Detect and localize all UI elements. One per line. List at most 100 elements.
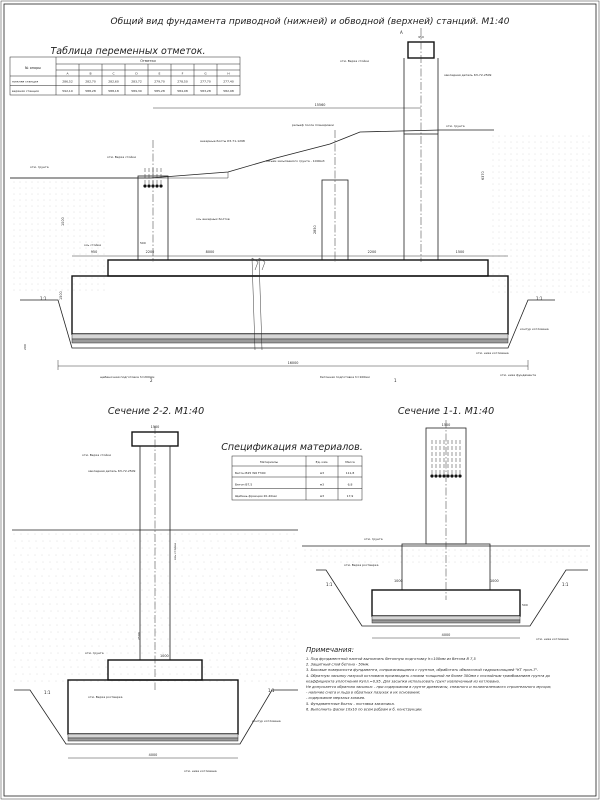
elevation-cell: 286,52	[62, 80, 73, 84]
note-line: 3. Боковые поверхности фундамента, сопри…	[306, 668, 538, 672]
section22-label-post-axis: ось стойки	[173, 543, 177, 560]
dim-h6370: 6370	[481, 171, 485, 180]
dim-left-offset: 950	[91, 250, 97, 254]
anchor-bolt-nut-icon	[143, 184, 147, 188]
anchor-bolt-nut-icon	[446, 474, 450, 478]
section11-dim-left: 1000	[394, 579, 403, 583]
label-top-of-post-right: отм. Верха стойки	[340, 59, 369, 63]
label-pit-bottom: отм. низа котлована	[476, 351, 509, 355]
rubble-bed	[71, 333, 509, 340]
section22-label-grillage: отм. Верха ростверка	[88, 695, 123, 699]
dim-1500: 1500	[456, 250, 465, 254]
note-line: Не допускается обратная засыпка: - при с…	[306, 685, 551, 689]
section11-label-pit-bottom: отм. низа котлована	[536, 637, 569, 641]
elevation-col-header: C	[112, 72, 114, 76]
dim-total-length: 16000	[288, 361, 299, 365]
anchor-bolt-nut-icon	[454, 474, 458, 478]
section22-label-top-of-post: отм. Верха стойки	[82, 453, 111, 457]
spec-table-frame	[231, 455, 363, 501]
section22-base-slab	[67, 679, 239, 735]
label-ground-mark: отм. грунта	[446, 124, 465, 128]
label-foundation-bottom: отм. низа фундамента	[500, 373, 536, 377]
dim-span: 15560	[315, 103, 326, 107]
elevation-table-title: Таблица переменных отметок.	[50, 46, 205, 57]
elevation-cell: 583,28	[200, 89, 211, 93]
label-letter-a: А	[400, 30, 403, 35]
elevation-col-header: B	[89, 72, 91, 76]
elevation-col-header: A	[66, 72, 69, 76]
note-line: - наличие снега и льда в обратных пазуха…	[306, 691, 420, 695]
section11-dim-bottom: 4000	[442, 633, 451, 637]
spec-table: Спецификация материалов. Материалы Ед. и…	[221, 442, 363, 501]
dim-2200: 2200	[146, 250, 155, 254]
elevation-table: Таблица переменных отметок. № опоры Отме…	[9, 46, 241, 96]
pit-contour-line	[20, 299, 555, 349]
anchor-bolt-nut-icon	[159, 184, 163, 188]
note-line: 6. Выполнить фаски 10x10 по всем ребрам …	[306, 707, 423, 711]
label-concrete-bed: бетонная подготовка h=100мм	[320, 375, 370, 379]
elevation-cell: 589,30	[131, 89, 142, 93]
dim-h1000: 1000	[61, 217, 65, 226]
spec-row-name: Бетон В7,5	[235, 483, 252, 487]
elevation-cell: 278,50	[177, 80, 188, 84]
section-1-1: Сечение 1-1. М1:40 4000 1500 1000 1000 5…	[302, 406, 590, 641]
label-slope-left: 1:1	[40, 296, 47, 301]
section22-dim-h: 2500	[137, 632, 141, 640]
section22-dim-top: 1500	[151, 425, 160, 429]
section22-label-pit-bottom: отм. низа котлована	[184, 769, 217, 773]
anchor-bolt-nut-icon	[458, 474, 462, 478]
label-section-1: 1	[394, 378, 397, 383]
section11-post	[425, 427, 467, 545]
elevation-cell: 582,98	[223, 89, 234, 93]
concrete-bed	[71, 338, 509, 344]
elevation-col-header: F	[182, 72, 184, 76]
elevation-col-header: E	[159, 72, 161, 76]
spec-row-unit: м3	[320, 471, 324, 475]
elevation-col-header: G	[204, 72, 207, 76]
spec-header: Материалы	[260, 460, 279, 464]
elevation-cell: 277,70	[200, 80, 211, 84]
main-view: 16000 15560 950 2200 8000 2200 1500 1000…	[10, 28, 555, 383]
spec-row-name: Щебень фракции 20-40мм	[235, 494, 277, 498]
section-2-2-title: Сечение 2-2. М1:40	[108, 406, 204, 417]
elevation-col-header: H	[227, 72, 229, 76]
note-line: 1. Под фундаментной плитой выполнить бет…	[306, 657, 477, 661]
section11-label-slope-right: 1:1	[562, 582, 569, 587]
section11-label-slope-left: 1:1	[326, 582, 333, 587]
elevation-cell: 283,72	[131, 80, 142, 84]
note-line: 4. Обратную засыпку пазухой котлована пр…	[306, 674, 551, 678]
anchor-bolt-nut-icon	[430, 474, 434, 478]
note-line: коэффициента уплотнения Купл.=0,95. Для …	[306, 679, 500, 683]
section22-label-slope-left: 1:1	[44, 690, 51, 695]
elevation-cell: 282,60	[108, 80, 119, 84]
dim-top-width: 950	[418, 35, 424, 39]
anchor-bolt-nut-icon	[147, 184, 151, 188]
dim-h200: 200	[23, 344, 27, 350]
section11-dim-right: 1000	[490, 579, 499, 583]
label-relief: рельеф после планировки	[292, 123, 334, 127]
section22-label-pit-contour: контур котлована	[252, 719, 281, 723]
elevation-group-label: Отметки	[140, 59, 156, 63]
section22-dim-bottom: 4000	[149, 753, 158, 757]
dim-500: 500	[140, 241, 146, 245]
section-2-2: Сечение 2-2. М1:40 4000 1500 1000 2500 о…	[12, 406, 298, 773]
label-anchor-bolts: анкерные болты КЗ-71-1298	[200, 139, 245, 143]
elevation-cell: 282,70	[85, 80, 96, 84]
elevation-row-name: нижняя станция	[12, 80, 38, 84]
section22-label-slope-right: 1:1	[268, 688, 275, 693]
spec-row-value: 111,8	[346, 471, 355, 475]
dim-h1500: 1500	[59, 291, 63, 300]
note-line: 2. Защитный слой бетона - 50мм.	[306, 663, 370, 667]
anchor-bolt-nut-icon	[442, 474, 446, 478]
elevation-row-name: верхняя станция	[12, 89, 39, 93]
elevation-cell: 588,18	[108, 89, 119, 93]
elevation-cell: 584,08	[177, 89, 188, 93]
section22-label-ground: отм. грунта	[85, 651, 104, 655]
label-top-of-post: отм. Верха стойки	[107, 155, 136, 159]
notes-block: Примечания: 1. Под фундаментной плитой в…	[306, 646, 551, 711]
elevation-cell: 592,10	[62, 89, 73, 93]
elevation-cell: 585,28	[154, 89, 165, 93]
anchor-bolt-nut-icon	[450, 474, 454, 478]
label-section-2: 2	[150, 378, 153, 383]
